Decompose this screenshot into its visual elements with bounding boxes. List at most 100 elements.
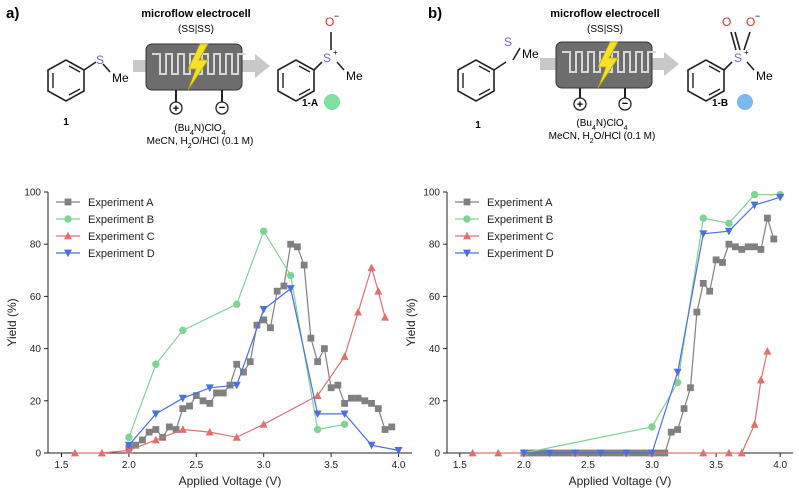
chart-a-data-point: [260, 227, 268, 235]
chart-a-data-point: [232, 433, 241, 441]
chart-b-legend-marker: [463, 215, 471, 223]
chart-b-data-point: [648, 449, 657, 458]
chart-b-data-point: [699, 279, 707, 287]
chart-a-data-point: [186, 402, 193, 410]
chart-b-data-point: [763, 214, 771, 222]
chart-b-series-line: [523, 194, 781, 454]
chart-b-data-point: [468, 448, 477, 457]
chart-b-data-point: [725, 240, 733, 248]
chart-a-data-point: [132, 441, 140, 449]
chart-a-data-point: [340, 420, 349, 428]
chart-a-series-1: [125, 240, 396, 452]
chart-a-legend-label: Experiment A: [88, 197, 154, 209]
chart-a-data-point: [97, 448, 106, 457]
chart-b-data-point: [750, 190, 759, 199]
reactant-me-group: Me: [522, 47, 539, 61]
svg-text:+: +: [744, 48, 749, 57]
electrocell-a: + −: [145, 43, 246, 115]
chart-a-data-point: [313, 425, 322, 434]
chart-a-data-point: [179, 326, 187, 335]
chart-b-data-point: [731, 243, 739, 251]
chart-a-legend-marker: [64, 198, 72, 206]
chart-b-legend-marker: [463, 249, 471, 258]
chart-b-data-point: [757, 246, 765, 253]
chart-b-y-tick-label: 20: [429, 396, 441, 407]
chart-b-data-point: [680, 405, 688, 413]
chart-a-data-point: [300, 261, 308, 269]
chart-a-data-point: [145, 428, 153, 436]
chart-b-y-axis-label: Yield (%): [404, 298, 418, 346]
chart-a-data-point: [213, 389, 220, 397]
chart-b-legend-label: Experiment C: [487, 231, 554, 243]
chart-a-y-tick-label: 0: [35, 449, 41, 460]
reactant-s-atom: S: [504, 35, 512, 49]
product-structure-a: S + O − Me: [277, 11, 363, 102]
chart-b-data-point: [744, 243, 752, 251]
product-marker-b: [737, 94, 753, 110]
chart-a-data-point: [70, 448, 79, 457]
svg-text:−: −: [219, 102, 225, 114]
chart-b-data-point: [596, 449, 605, 458]
reactant-label-a: 1: [63, 117, 69, 128]
chart-a-legend-label: Experiment C: [88, 231, 155, 243]
chart-b-y-tick-label: 80: [429, 240, 441, 251]
chart-a-data-point: [286, 271, 295, 280]
reactant-structure-a: S Me: [47, 53, 129, 102]
chart-b-x-tick-label: 3.5: [709, 460, 723, 471]
chart-b-data-point: [699, 230, 708, 238]
chart-b-legend-label: Experiment B: [487, 214, 553, 226]
chart-b-data-point: [770, 235, 778, 243]
chart-a-data-point: [307, 334, 315, 342]
chart-a-legend-label: Experiment D: [88, 248, 155, 260]
chart-a-data-point: [199, 397, 207, 405]
chart-a-x-tick-label: 1.5: [55, 460, 69, 471]
svg-text:+: +: [173, 103, 179, 115]
svg-text:+: +: [577, 99, 583, 111]
electrolyte-a: (Bu4N)ClO4: [174, 123, 225, 137]
electrocell-b: + −: [555, 41, 656, 111]
chart-b-legend-label: Experiment A: [487, 197, 553, 209]
chart-a-series-line: [128, 243, 393, 449]
chart-b-data-point: [738, 246, 746, 253]
chart-a-data-point: [179, 405, 187, 413]
chart-b-data-point: [712, 256, 720, 264]
chart-a-data-point: [287, 240, 295, 248]
chart-b-series-2: [520, 190, 784, 457]
chart-b-data-point: [519, 449, 528, 458]
electrolyte-b: (Bu4N)ClO4: [576, 118, 627, 132]
chart-a-data-point: [381, 313, 390, 321]
chart-b-data-point: [724, 227, 733, 236]
chart-b-x-tick-label: 4.0: [773, 460, 787, 471]
chart-a-data-point: [327, 384, 335, 392]
chart-a-x-tick-label: 3.5: [324, 460, 338, 471]
chart-b-data-point: [693, 308, 701, 316]
chart-a-series-4: [124, 285, 403, 455]
chart-a-data-point: [259, 420, 268, 428]
chart-b-data-point: [545, 449, 554, 458]
product-o-atom: O: [325, 15, 334, 29]
lightning-bolt-icon: [597, 41, 619, 89]
chart-a-series-line: [128, 229, 345, 438]
chart-b-data-point: [494, 448, 503, 457]
chart-a-data-point: [178, 394, 187, 403]
positive-electrode-icon: [573, 97, 587, 111]
chart-a-data-point: [313, 391, 322, 399]
chart-b-data-point: [674, 426, 682, 433]
chart-a-data-point: [374, 405, 382, 413]
chart-a-data-point: [233, 300, 241, 308]
chart-a-data-point: [178, 425, 187, 433]
chart-a-data-point: [151, 435, 160, 444]
product-s-atom: S: [323, 51, 331, 65]
chart-a-data-point: [152, 360, 160, 368]
chart-b-data-point: [750, 201, 759, 210]
chart-b-series-line: [523, 196, 781, 454]
negative-electrode-icon: [215, 101, 229, 115]
chart-a-data-point: [347, 394, 355, 402]
chart-a-data-point: [368, 400, 375, 407]
chart-b-y-tick-label: 0: [434, 449, 440, 460]
chart-a-data-point: [165, 423, 173, 431]
chart-b-series-3: [468, 347, 772, 457]
product-marker-a: [324, 94, 340, 110]
